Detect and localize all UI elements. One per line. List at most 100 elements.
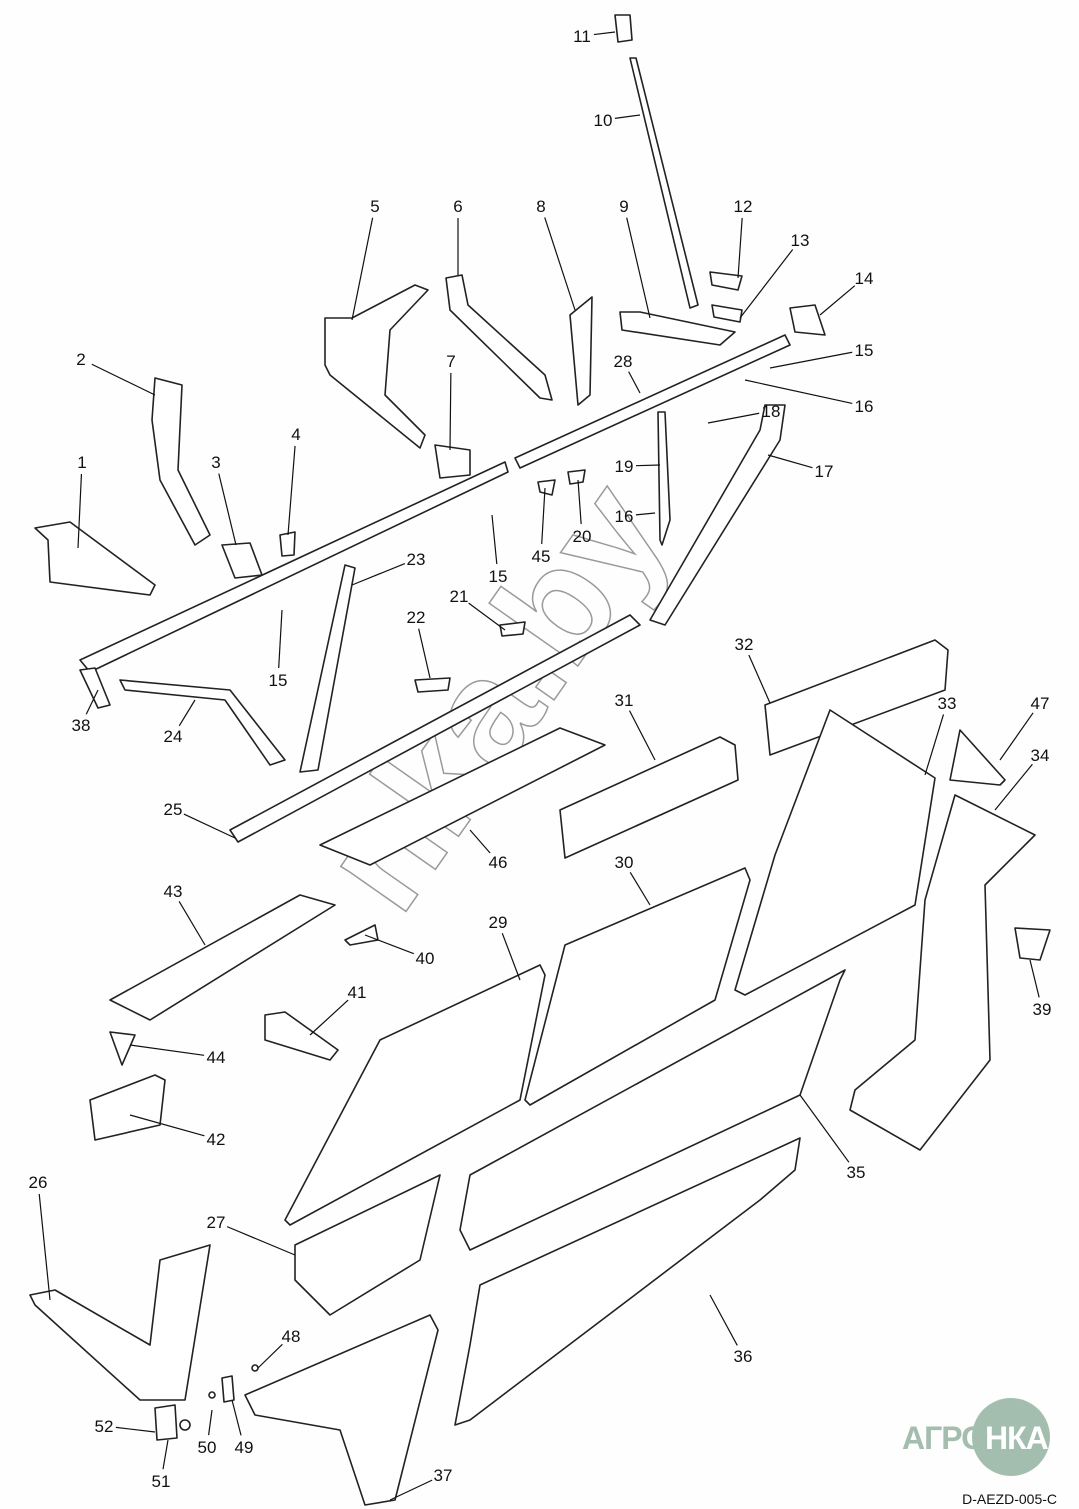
part-37 <box>244 1314 439 1506</box>
leader-line <box>819 285 856 316</box>
part-2 <box>151 377 211 546</box>
leader-line <box>799 1094 850 1163</box>
callout-number: 18 <box>762 402 781 421</box>
callout-number: 6 <box>453 197 462 216</box>
leader-line <box>544 217 576 311</box>
callout-number: 49 <box>235 1438 254 1457</box>
leader-line <box>129 1114 205 1137</box>
leader-line <box>226 1226 296 1256</box>
leader-line <box>635 464 661 467</box>
logo-text-left: АГРО <box>902 1420 986 1456</box>
callout-number: 25 <box>164 800 183 819</box>
drawing-code: D-AEZD-005-C <box>962 1491 1057 1507</box>
leader-line <box>287 445 296 536</box>
leader-line <box>115 1426 156 1433</box>
callout-number: 12 <box>734 197 753 216</box>
leader-line <box>129 1044 205 1056</box>
leader-line <box>924 714 945 776</box>
part-45 <box>537 479 556 496</box>
leader-line <box>737 217 743 279</box>
callout-number: 5 <box>370 197 379 216</box>
part-3 <box>221 542 263 579</box>
leader-line <box>469 829 491 854</box>
callout-number: 46 <box>489 853 508 872</box>
logo-circle <box>972 1398 1050 1476</box>
leader-line <box>468 602 506 631</box>
part-39 <box>1014 927 1051 961</box>
callout-number: 15 <box>489 567 508 586</box>
callout-number: 13 <box>791 231 810 250</box>
callout-number: 27 <box>207 1213 226 1232</box>
leader-line <box>577 479 582 525</box>
callout-number: 29 <box>489 913 508 932</box>
leader-line <box>501 933 521 981</box>
part-30 <box>524 867 751 1106</box>
brand-logo: АГРО НКА <box>902 1398 1072 1478</box>
leader-line <box>449 372 452 451</box>
part-32 <box>764 639 949 756</box>
leader-line <box>626 217 651 319</box>
callout-number: 23 <box>407 550 426 569</box>
logo-text-right: НКА <box>985 1420 1049 1456</box>
part-24 <box>119 679 286 766</box>
leader-line <box>257 1343 283 1369</box>
leader-line <box>389 1479 433 1501</box>
callout-number: 32 <box>735 635 754 654</box>
part-5 <box>324 284 429 449</box>
part-19 <box>657 411 671 546</box>
leader-line <box>739 249 794 319</box>
callout-number: 40 <box>416 949 435 968</box>
callout-number: 33 <box>938 694 957 713</box>
part-26 <box>29 1244 211 1401</box>
part-25 <box>229 614 641 843</box>
part-21 <box>499 621 526 637</box>
leader-line <box>635 512 656 516</box>
part-42 <box>89 1074 166 1141</box>
leader-line <box>278 609 283 669</box>
callout-number: 9 <box>619 197 628 216</box>
callout-number: 2 <box>76 350 85 369</box>
callout-number: 15 <box>855 341 874 360</box>
callout-number: 31 <box>615 691 634 710</box>
callout-number: 28 <box>614 352 633 371</box>
part-38 <box>79 667 111 709</box>
leader-line <box>178 699 196 727</box>
leader-line <box>628 371 641 394</box>
part-22 <box>414 677 451 693</box>
part-8 <box>569 296 593 406</box>
callout-number: 50 <box>198 1438 217 1457</box>
callout-number: 26 <box>29 1173 48 1192</box>
callout-number: 3 <box>211 453 220 472</box>
part-31 <box>559 736 739 859</box>
callout-number: 51 <box>152 1472 171 1491</box>
part-41 <box>264 1011 339 1061</box>
callout-number: 48 <box>282 1327 301 1346</box>
callout-number: 43 <box>164 882 183 901</box>
leader-line <box>208 1409 213 1436</box>
callout-number: 14 <box>855 269 874 288</box>
callout-number: 34 <box>1031 746 1050 765</box>
part-27 <box>294 1174 441 1316</box>
part-28 <box>514 334 791 469</box>
part-46 <box>319 727 606 866</box>
leader-line <box>593 31 616 36</box>
part-44 <box>109 1031 136 1066</box>
part-13 <box>711 304 743 323</box>
callout-number: 24 <box>164 727 183 746</box>
callout-number: 10 <box>594 111 613 130</box>
callout-number: 30 <box>615 853 634 872</box>
leader-line <box>77 473 83 549</box>
leader-line <box>351 562 406 586</box>
part-51 <box>179 1419 191 1431</box>
leader-line <box>629 871 651 906</box>
part-12 <box>709 271 743 291</box>
part-43 <box>109 894 336 1021</box>
part-34 <box>849 794 1036 1151</box>
leader-line <box>162 1439 169 1470</box>
part-1 <box>34 521 156 596</box>
callout-number: 45 <box>532 547 551 566</box>
leader-line <box>91 363 156 396</box>
